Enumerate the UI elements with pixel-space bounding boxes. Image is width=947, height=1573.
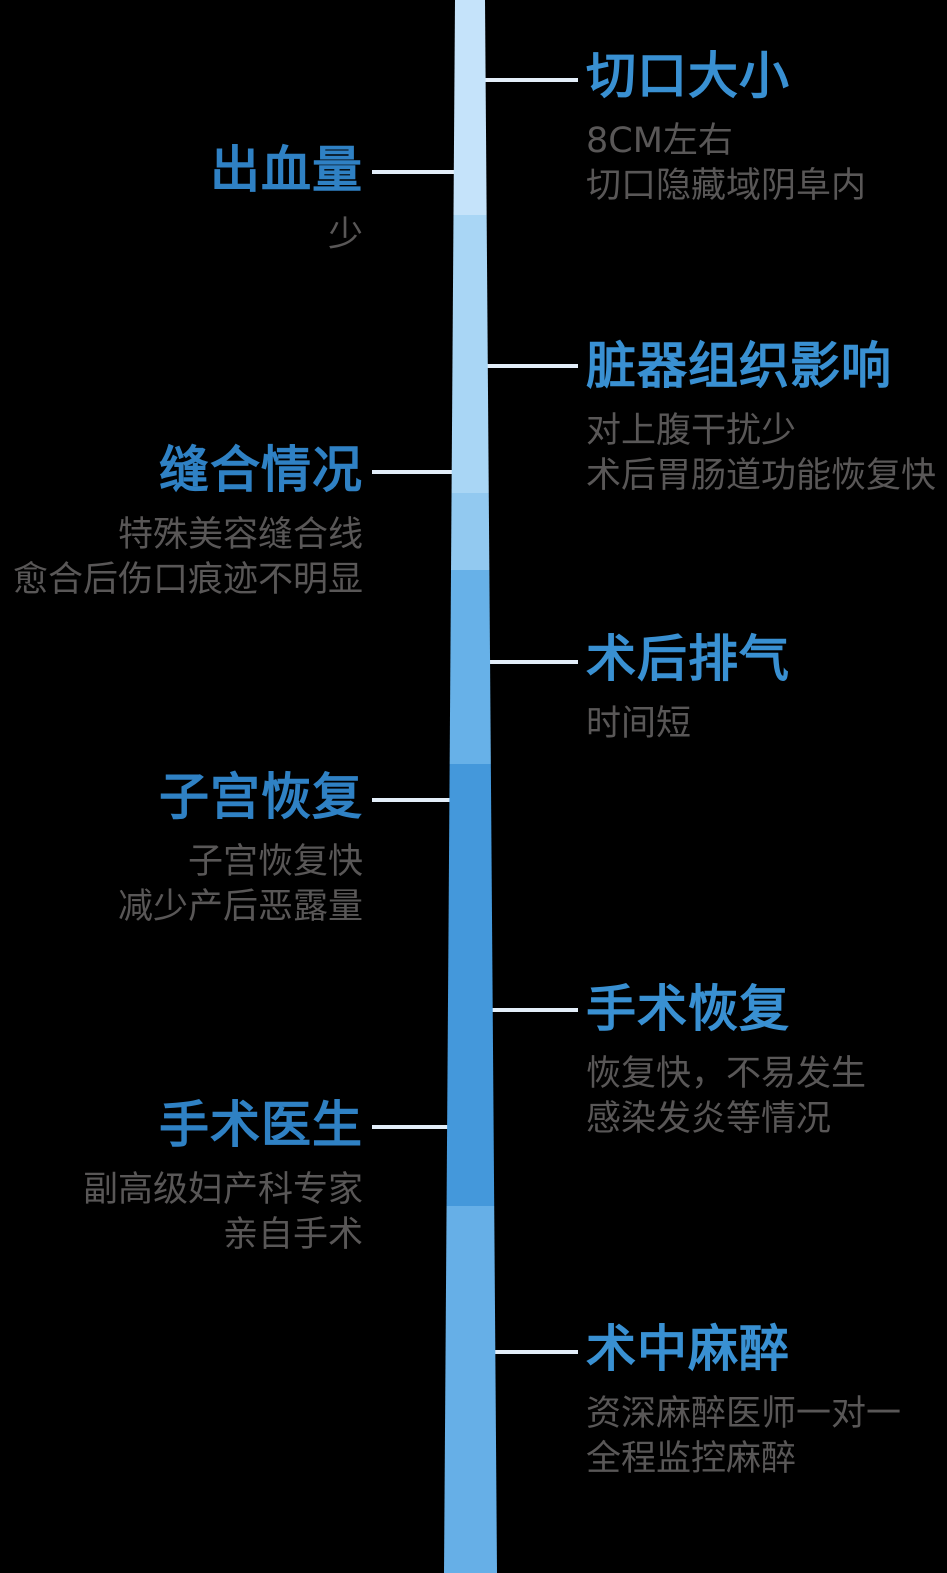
item-title: 出血量 xyxy=(210,141,363,199)
item-description-line: 感染发炎等情况 xyxy=(586,1099,832,1139)
item-description-line: 全程监控麻醉 xyxy=(586,1439,797,1479)
connector-line-postop-gas xyxy=(470,660,578,664)
connector-line-uterus-recovery xyxy=(372,798,470,802)
segment-5 xyxy=(444,764,497,1206)
item-description-line: 切口隐藏域阴阜内 xyxy=(586,166,867,206)
item-title: 手术恢复 xyxy=(586,980,790,1038)
item-title: 切口大小 xyxy=(586,47,790,105)
segment-4 xyxy=(444,570,497,764)
item-description-line: 子宫恢复快 xyxy=(187,842,363,882)
item-description-line: 8CM左右 xyxy=(586,121,733,161)
connector-line-suture xyxy=(372,470,470,474)
connector-line-organ-impact xyxy=(470,364,578,368)
item-title: 术后排气 xyxy=(586,630,790,688)
item-description-line: 亲自手术 xyxy=(222,1215,363,1255)
item-title: 子宫恢复 xyxy=(159,768,363,826)
item-incision-size: 切口大小 8CM左右 切口隐藏域阴阜内 xyxy=(586,51,866,209)
item-anesthesia: 术中麻醉 资深麻醉医师一对一 全程监控麻醉 xyxy=(586,1324,901,1482)
item-surgeon: 手术医生 副高级妇产科专家 亲自手术 xyxy=(83,1100,363,1258)
item-suture: 缝合情况 特殊美容缝合线 愈合后伤口痕迹不明显 xyxy=(13,445,363,603)
item-title: 脏器组织影响 xyxy=(586,337,892,395)
item-title: 手术医生 xyxy=(159,1096,363,1154)
item-title: 缝合情况 xyxy=(159,441,363,499)
item-description-line: 愈合后伤口痕迹不明显 xyxy=(12,560,363,600)
segment-3 xyxy=(444,493,497,570)
segment-1 xyxy=(444,0,497,215)
item-bleeding: 出血量 少 xyxy=(210,145,363,258)
connector-line-surgery-recovery xyxy=(470,1008,578,1012)
item-title: 术中麻醉 xyxy=(586,1320,790,1378)
connector-line-surgeon xyxy=(372,1125,470,1129)
item-uterus-recovery: 子宫恢复 子宫恢复快 减少产后恶露量 xyxy=(118,772,363,930)
item-description-line: 资深麻醉医师一对一 xyxy=(586,1394,902,1434)
item-surgery-recovery: 手术恢复 恢复快，不易发生 感染发炎等情况 xyxy=(586,984,866,1142)
item-description-line: 特殊美容缝合线 xyxy=(117,515,363,555)
item-description-line: 恢复快，不易发生 xyxy=(586,1054,867,1094)
connector-line-incision-size xyxy=(470,78,578,82)
item-organ-impact: 脏器组织影响 对上腹干扰少 术后胃肠道功能恢复快 xyxy=(586,341,936,499)
segment-2 xyxy=(444,215,497,493)
item-description-line: 术后胃肠道功能恢复快 xyxy=(586,456,937,496)
item-description-line: 对上腹干扰少 xyxy=(586,411,797,451)
item-description-line: 减少产后恶露量 xyxy=(117,887,363,927)
connector-line-bleeding xyxy=(372,170,470,174)
item-postop-gas: 术后排气 时间短 xyxy=(586,634,790,747)
item-description-line: 时间短 xyxy=(586,704,692,744)
connector-line-anesthesia xyxy=(470,1350,578,1354)
segment-6 xyxy=(444,1206,497,1573)
timeline-bar xyxy=(444,0,497,1573)
item-description-line: 副高级妇产科专家 xyxy=(82,1170,363,1210)
item-description-line: 少 xyxy=(327,215,363,255)
